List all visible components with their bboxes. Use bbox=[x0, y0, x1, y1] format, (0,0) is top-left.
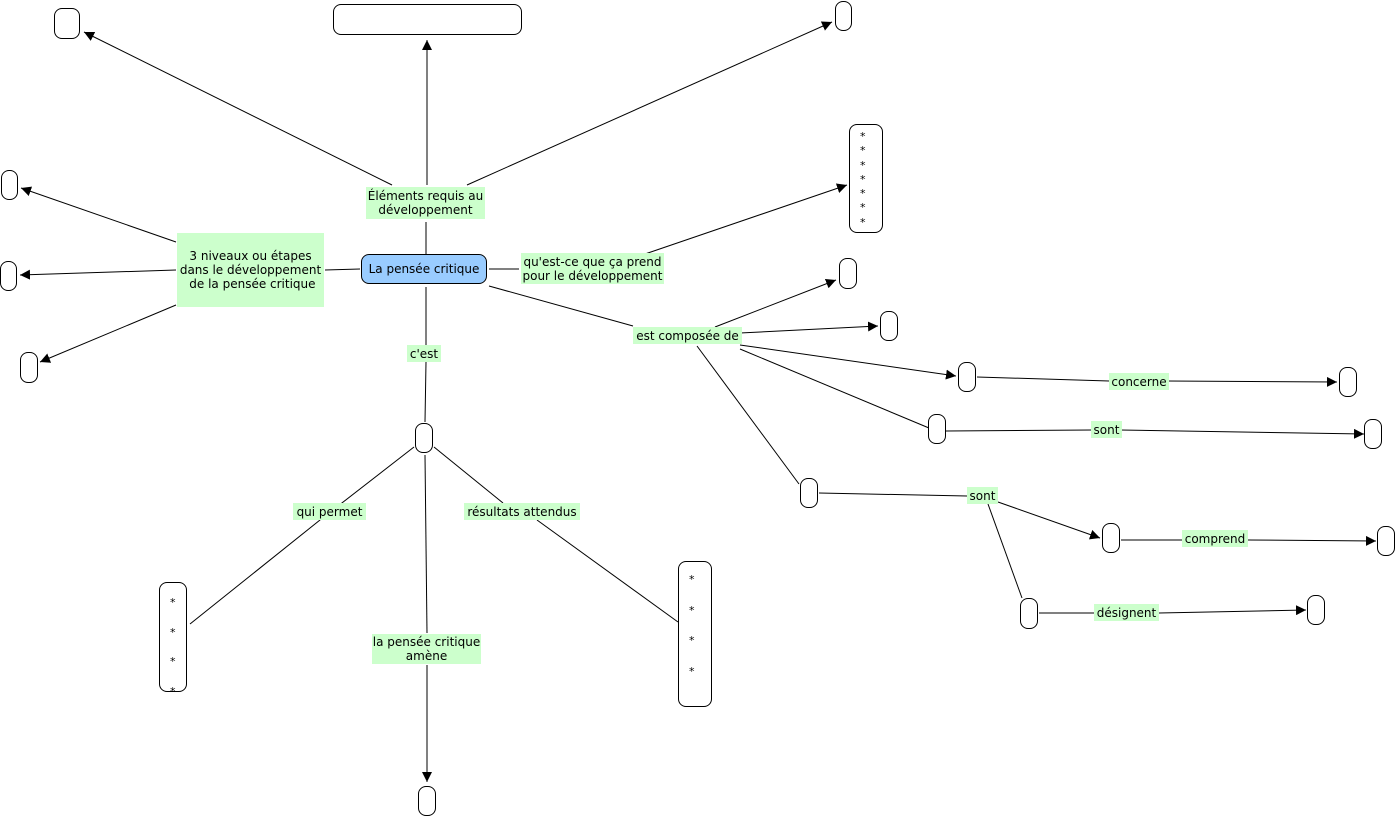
concept-node-composant-5[interactable] bbox=[800, 478, 818, 508]
linking-phrase-sont-2: sont bbox=[967, 487, 998, 504]
concept-node-sont-target[interactable] bbox=[1364, 419, 1382, 449]
concept-node-top-center[interactable] bbox=[333, 4, 522, 35]
concept-node-composant-2[interactable] bbox=[880, 311, 898, 341]
concept-node-top-left[interactable] bbox=[54, 8, 80, 39]
concept-node-permet-list[interactable]: * * * * bbox=[159, 582, 187, 698]
concept-node-concerne-target[interactable] bbox=[1339, 367, 1357, 397]
linking-phrase-cest: c'est bbox=[407, 345, 441, 362]
concept-node-level-1[interactable] bbox=[1, 170, 18, 200]
linking-phrase-elements-requis: Éléments requis au développement bbox=[366, 187, 485, 219]
linking-phrase-quest-ce-que: qu'est-ce que ça prend pour le développe… bbox=[521, 253, 664, 284]
concept-node-sont-branch-2[interactable] bbox=[1020, 598, 1038, 629]
central-concept-node[interactable]: La pensée critique bbox=[361, 254, 487, 284]
linking-phrase-resultats-attendus: résultats attendus bbox=[464, 503, 580, 520]
linking-phrase-sont-1: sont bbox=[1091, 421, 1122, 438]
concept-node-composant-4[interactable] bbox=[928, 414, 946, 444]
concept-node-cest-target[interactable] bbox=[415, 423, 433, 453]
linking-phrase-amene: la pensée critique amène bbox=[372, 634, 481, 664]
concept-node-level-3[interactable] bbox=[20, 352, 38, 383]
linking-phrase-est-composee-de: est composée de bbox=[633, 327, 742, 344]
linking-phrase-comprend: comprend bbox=[1182, 530, 1248, 547]
concept-node-comprend-target[interactable] bbox=[1377, 526, 1395, 556]
linking-phrase-trois-niveaux: 3 niveaux ou étapes dans le développemen… bbox=[177, 233, 324, 307]
linking-phrase-designent: désignent bbox=[1094, 604, 1159, 621]
linking-phrase-qui-permet: qui permet bbox=[293, 503, 366, 520]
concept-node-amene-target[interactable] bbox=[418, 786, 436, 816]
concept-node-requirements-list[interactable]: * * * * * * * bbox=[849, 124, 883, 233]
concept-node-composant-1[interactable] bbox=[839, 258, 857, 289]
concept-node-sont-branch-1[interactable] bbox=[1102, 523, 1120, 553]
concept-node-composant-3[interactable] bbox=[958, 362, 976, 392]
concept-node-level-2[interactable] bbox=[0, 261, 17, 291]
concept-node-designent-target[interactable] bbox=[1307, 595, 1325, 625]
linking-phrase-concerne: concerne bbox=[1109, 373, 1169, 390]
concept-node-top-right[interactable] bbox=[835, 1, 852, 31]
concept-node-resultats-list[interactable]: * * * * bbox=[678, 561, 712, 707]
